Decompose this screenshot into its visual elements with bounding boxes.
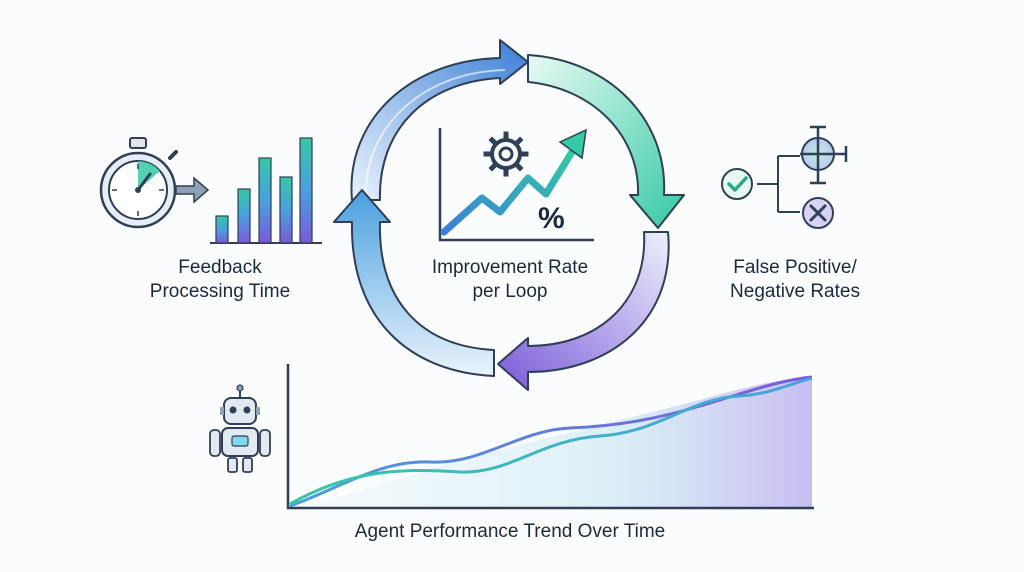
feedback-processing-time-label: Feedback Processing Time [120,256,320,304]
check-icon [721,168,753,200]
decision-tree-icon [721,125,848,229]
gear-icon [483,131,529,177]
target-icon [800,125,848,185]
robot-icon [209,384,271,473]
improvement-line-1: Improvement Rate [431,257,589,278]
arc-purple [497,231,670,391]
false-line-1: False Positive/ [733,257,857,278]
stopwatch-icon [99,137,210,229]
cross-icon [802,197,834,229]
processing-time-bars [210,137,322,244]
improvement-chart-icon: % [438,128,594,242]
feedback-line-1: Feedback [178,257,262,278]
trend-title: Agent Performance Trend Over Time [354,521,666,542]
performance-trend-label: Agent Performance Trend Over Time [290,520,730,544]
trend-area [288,376,812,508]
improvement-line-2: per Loop [472,281,548,302]
bar-4 [279,176,293,244]
false-line-2: Negative Rates [730,281,860,302]
improvement-rate-label: Improvement Rate per Loop [405,256,615,304]
performance-trend-chart [286,364,814,510]
trend-line-b [289,376,813,506]
feedback-line-2: Processing Time [149,281,291,302]
arc-blue [350,39,529,201]
bar-5 [299,137,313,244]
percent-symbol: % [538,202,565,235]
bar-3 [258,157,272,244]
cycle-arrows-icon [333,39,685,391]
bar-2 [237,188,251,244]
false-rates-label: False Positive/ Negative Rates [695,256,895,304]
arc-blue-left [333,189,495,377]
trend-up-arrow [440,148,576,236]
bar-1 [215,215,229,244]
arc-teal [527,54,685,229]
